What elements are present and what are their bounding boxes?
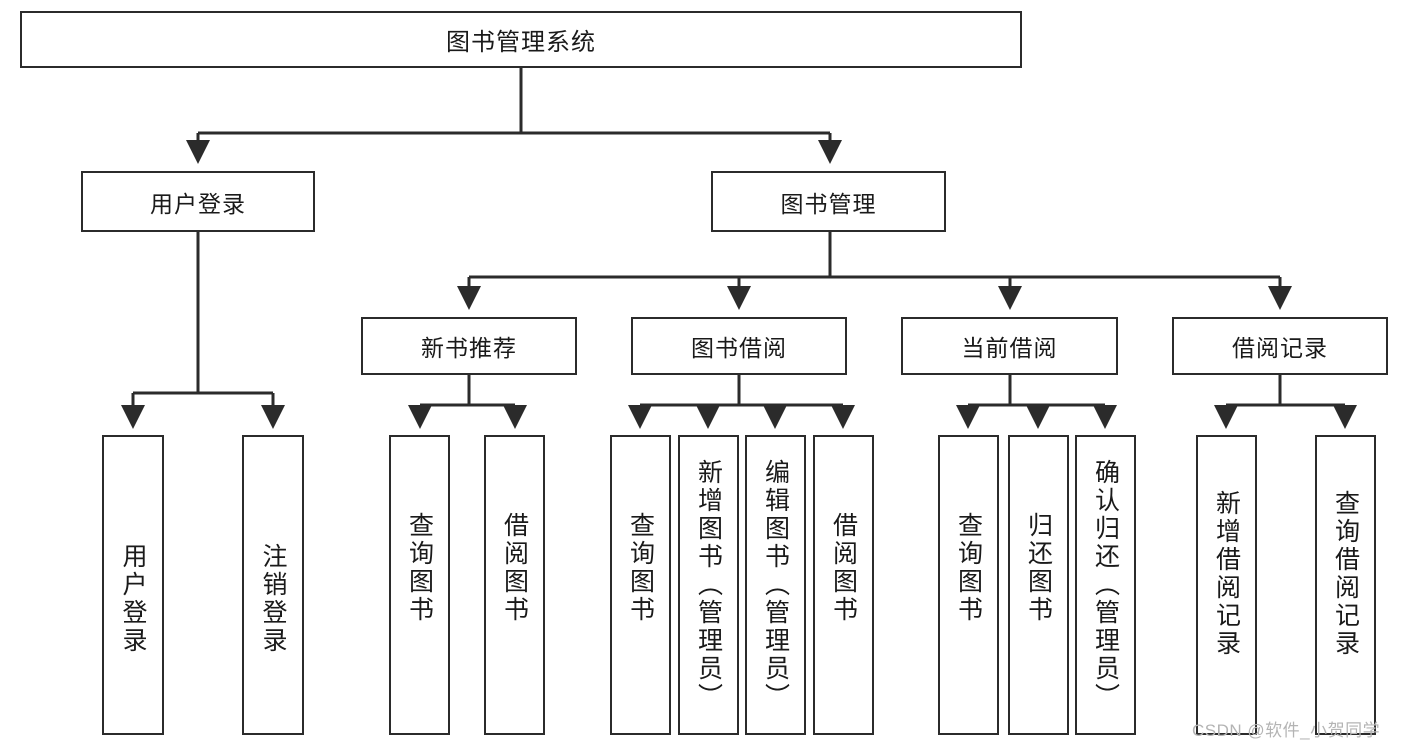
node-root-label: 图书管理系统: [446, 29, 596, 56]
leaf-query-book-1-label: 查询图书: [405, 512, 434, 624]
leaf-query-book-2-label: 查询图书: [626, 512, 655, 624]
node-book-borrow[interactable]: 图书借阅: [631, 317, 847, 375]
node-borrow-record[interactable]: 借阅记录: [1172, 317, 1388, 375]
leaf-borrow-book-1-label: 借阅图书: [500, 512, 529, 624]
leaf-user-login-label: 用户登录: [119, 543, 147, 655]
leaf-return-book[interactable]: 归还图书: [1008, 435, 1069, 735]
leaf-query-book-3-label: 查询图书: [954, 512, 983, 624]
leaf-add-book-admin-label: 新增图书（管理员）: [694, 459, 723, 711]
leaf-query-book-2[interactable]: 查询图书: [610, 435, 671, 735]
leaf-borrow-book-2[interactable]: 借阅图书: [813, 435, 874, 735]
node-current-borrow[interactable]: 当前借阅: [901, 317, 1118, 375]
node-book-manage[interactable]: 图书管理: [711, 171, 946, 232]
leaf-add-borrow-record-label: 新增借阅记录: [1212, 490, 1241, 658]
leaf-return-book-label: 归还图书: [1024, 512, 1053, 624]
leaf-borrow-book-2-label: 借阅图书: [829, 512, 858, 624]
leaf-query-borrow-record-label: 查询借阅记录: [1331, 490, 1360, 658]
leaf-query-borrow-record[interactable]: 查询借阅记录: [1315, 435, 1376, 735]
leaf-logout[interactable]: 注销登录: [242, 435, 304, 735]
node-book-manage-label: 图书管理: [780, 190, 877, 217]
leaf-edit-book-admin-label: 编辑图书（管理员）: [761, 459, 790, 711]
node-new-book-recommend[interactable]: 新书推荐: [361, 317, 577, 375]
leaf-add-book-admin[interactable]: 新增图书（管理员）: [678, 435, 739, 735]
node-new-book-recommend-label: 新书推荐: [421, 335, 517, 361]
leaf-add-borrow-record[interactable]: 新增借阅记录: [1196, 435, 1257, 735]
node-borrow-record-label: 借阅记录: [1232, 335, 1328, 361]
node-user-login-label: 用户登录: [150, 190, 246, 217]
leaf-borrow-book-1[interactable]: 借阅图书: [484, 435, 545, 735]
leaf-edit-book-admin[interactable]: 编辑图书（管理员）: [745, 435, 806, 735]
csdn-watermark-text: CSDN @软件_小贺同学: [1192, 721, 1381, 740]
leaf-query-book-1[interactable]: 查询图书: [389, 435, 450, 735]
leaf-logout-label: 注销登录: [259, 543, 287, 655]
node-book-borrow-label: 图书借阅: [691, 335, 787, 361]
leaf-query-book-3[interactable]: 查询图书: [938, 435, 999, 735]
leaf-confirm-return-admin[interactable]: 确认归还（管理员）: [1075, 435, 1136, 735]
leaf-confirm-return-admin-label: 确认归还（管理员）: [1091, 459, 1120, 711]
leaf-user-login[interactable]: 用户登录: [102, 435, 164, 735]
node-root[interactable]: 图书管理系统: [20, 11, 1022, 68]
node-user-login[interactable]: 用户登录: [81, 171, 315, 232]
csdn-watermark: CSDN @软件_小贺同学: [1192, 716, 1380, 741]
node-current-borrow-label: 当前借阅: [961, 335, 1058, 361]
